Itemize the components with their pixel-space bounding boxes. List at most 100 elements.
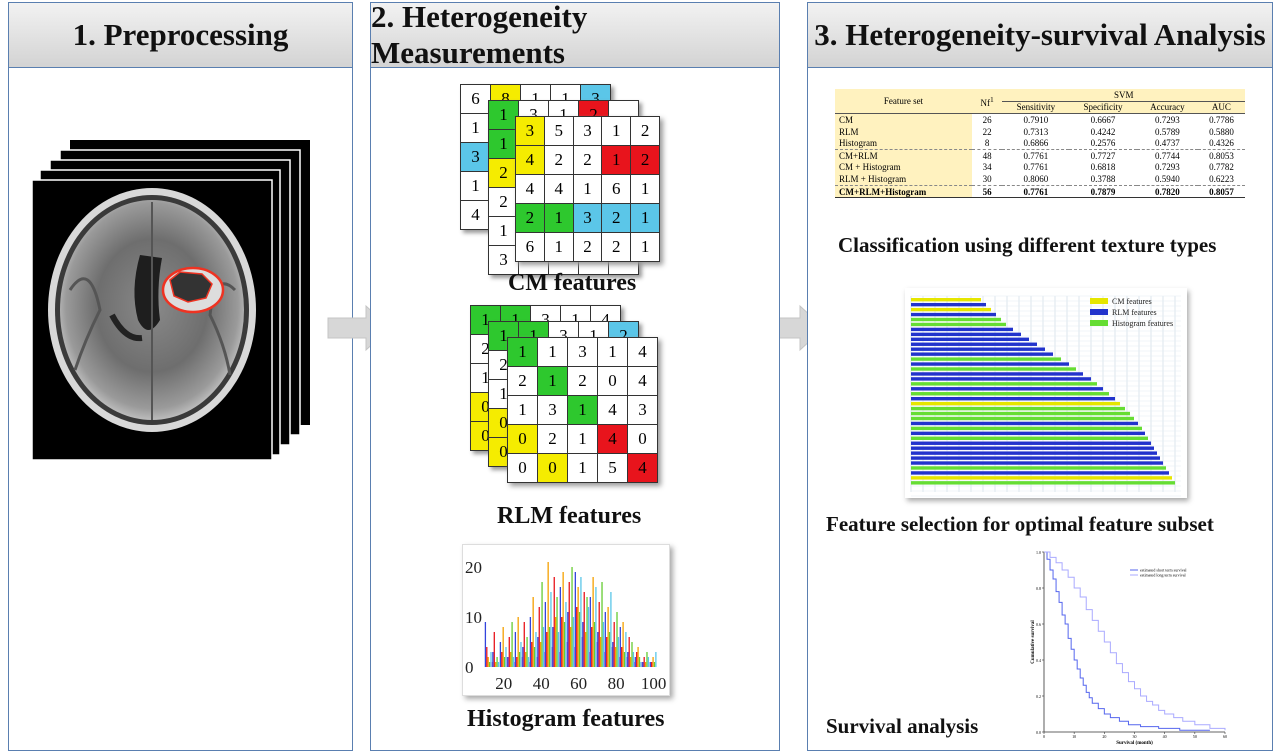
x-axis-label: Survival (month) — [1116, 741, 1153, 746]
matrix-cell: 2 — [572, 232, 603, 262]
table-cell: 0.7727 — [1069, 148, 1137, 162]
histogram-bar — [572, 617, 575, 667]
matrix-cell: 6 — [515, 232, 545, 262]
histogram-bar — [512, 657, 515, 667]
matrix-cell: 4 — [627, 366, 658, 396]
histogram-bar — [548, 627, 551, 667]
histogram-bar — [628, 637, 630, 667]
histogram-bar — [601, 582, 603, 667]
histogram-bar — [653, 662, 656, 667]
histogram-bar — [517, 617, 519, 667]
feature-bar — [911, 456, 1160, 460]
histogram-bar — [533, 647, 536, 667]
feature-set-header: Feature set — [835, 89, 972, 114]
histogram-bar — [625, 632, 627, 667]
matrix-cell: 1 — [572, 174, 603, 204]
table-cell: 56 — [971, 184, 1003, 199]
histogram-bar — [540, 642, 542, 667]
table-cell: 30 — [982, 173, 992, 184]
histogram-bar — [597, 632, 599, 667]
y-tick-label: 0.4 — [1036, 658, 1041, 663]
legend-swatch — [1090, 320, 1108, 326]
feature-set-cell: CM+RLM+Histogram — [835, 184, 972, 199]
matrix-cell: 2 — [572, 145, 603, 175]
histogram-bar — [535, 632, 537, 667]
table-cell: 0.7744 — [1136, 148, 1198, 162]
feature-bar — [911, 307, 991, 312]
table-cell: 34 — [982, 162, 992, 173]
x-tick-label: 40 — [533, 674, 550, 693]
feature-bar — [911, 352, 1053, 356]
table-cell: 0.6866 — [1023, 138, 1049, 149]
histogram-bar — [586, 597, 588, 667]
histogram-bar — [619, 627, 621, 667]
histogram-bar — [614, 647, 617, 667]
histogram-bar — [634, 657, 636, 667]
table-cell: 0.5789 — [1154, 126, 1180, 137]
classification-caption: Classification using different texture t… — [838, 233, 1217, 257]
histogram-bar — [520, 642, 522, 667]
histogram-bar — [553, 577, 555, 667]
y-axis-label: Cumulative survival — [1031, 620, 1036, 664]
histogram-bar — [555, 617, 557, 667]
matrix-cell: 0 — [597, 366, 628, 396]
histogram-bar — [508, 637, 510, 667]
feature-bar — [911, 387, 1103, 391]
histogram-bar — [538, 607, 540, 667]
matrix-cell: 4 — [627, 337, 658, 367]
metric-header: Accuracy — [1136, 101, 1198, 114]
table-cell: 0.7293 — [1154, 114, 1180, 125]
histogram-bar — [578, 612, 581, 667]
histogram-bar — [550, 592, 552, 667]
matrix-cell: 3 — [567, 337, 598, 367]
feature-bar — [911, 357, 1061, 361]
histogram-bar — [503, 657, 506, 667]
matrix-cell: 1 — [537, 337, 568, 367]
matrix-cell: 1 — [601, 116, 632, 146]
histogram-bar — [612, 642, 614, 667]
matrix-cell: 2 — [543, 145, 574, 175]
matrix-cell: 4 — [597, 424, 628, 454]
matrix-cell: 1 — [601, 145, 632, 175]
matrix-cell: 2 — [507, 366, 538, 396]
matrix-cell: 1 — [488, 129, 519, 159]
feature-bar — [911, 431, 1145, 436]
table-cell: 8 — [984, 138, 990, 149]
feature-set-cell: CM + Histogram — [835, 161, 972, 174]
matrix-cell: 2 — [630, 116, 660, 146]
histogram-bar — [651, 662, 653, 667]
histogram-bar — [606, 637, 608, 667]
histogram-bar — [584, 632, 587, 667]
feature-bar — [911, 327, 1013, 332]
histogram-bar — [617, 637, 620, 667]
histogram-bar — [488, 662, 491, 667]
metric-header: AUC — [1197, 101, 1245, 114]
table-cell: 0.8060 — [1023, 173, 1049, 184]
matrix-cell: 4 — [515, 145, 545, 175]
table-cell: 0.7761 — [1023, 162, 1049, 173]
histogram-bar — [642, 662, 644, 667]
histogram-bar — [492, 652, 494, 667]
panel-title: 1. Preprocessing — [9, 3, 352, 68]
matrix-cell: 2 — [601, 232, 632, 262]
histogram-bar — [557, 632, 560, 667]
matrix-cell: 5 — [543, 116, 574, 146]
histogram-bar — [629, 657, 632, 667]
table-cell: 0.7782 — [1209, 162, 1234, 173]
feature-bar — [911, 337, 1029, 341]
histogram-bar — [599, 637, 602, 667]
histogram-bar — [527, 657, 530, 667]
histogram-bar — [497, 662, 500, 667]
y-tick-label: 10 — [465, 608, 482, 627]
matrix-cell: 4 — [543, 174, 574, 204]
histogram-bar — [526, 637, 528, 667]
x-tick-label: 10 — [1072, 734, 1076, 739]
histogram-bar — [616, 612, 618, 667]
